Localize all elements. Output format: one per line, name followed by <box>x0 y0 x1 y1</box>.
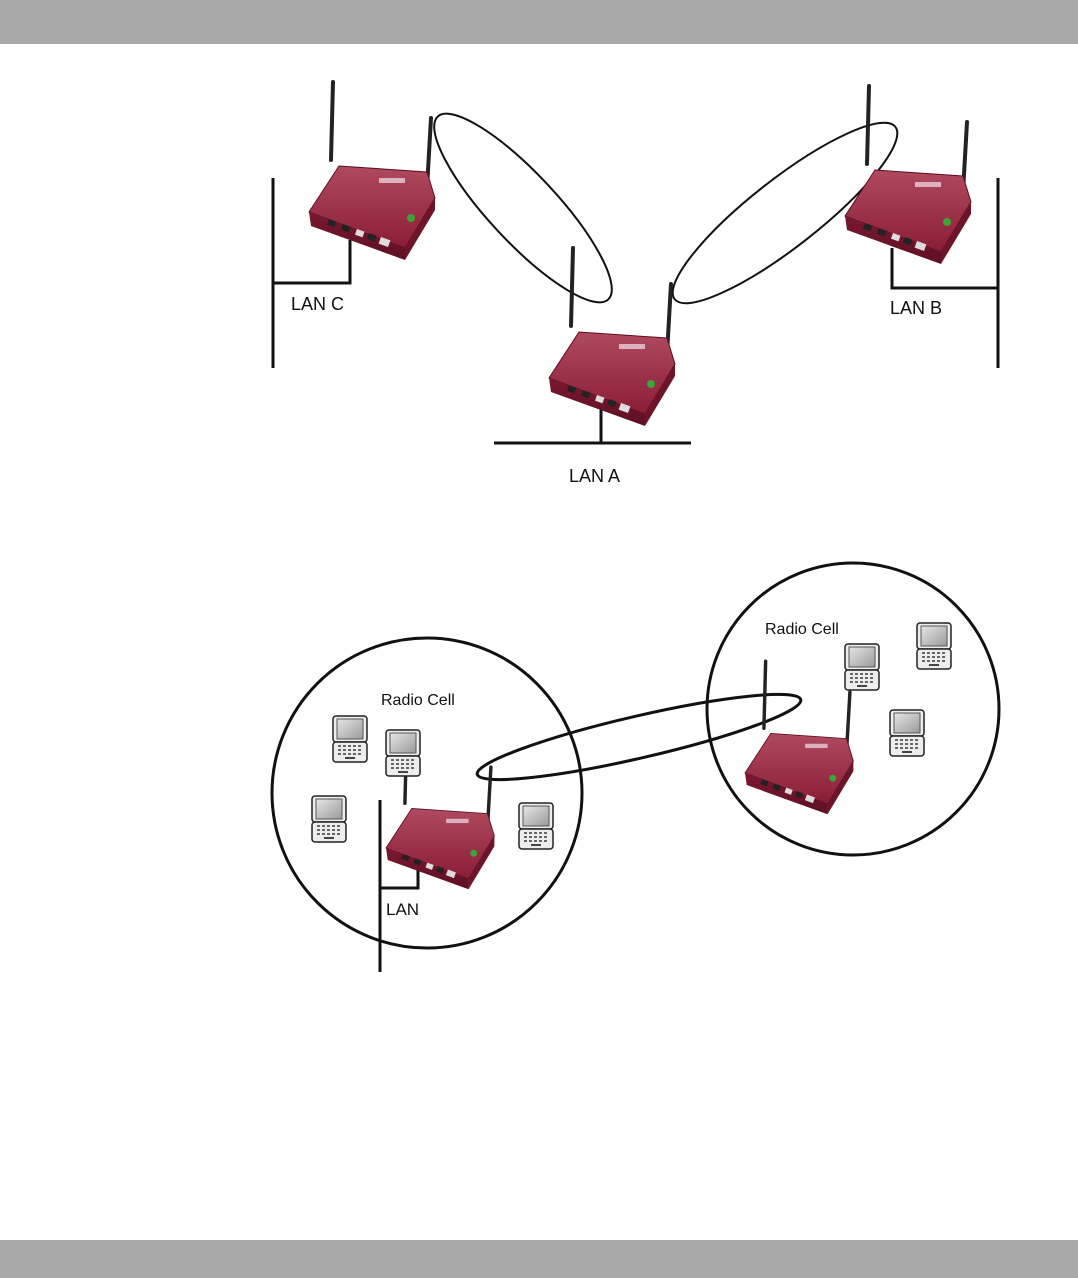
wireless-router-icon <box>745 661 853 814</box>
lan-c-connector <box>273 240 350 283</box>
diagram-wds-three-lans: LAN C LAN B LAN A <box>273 82 998 486</box>
laptop-icon <box>312 796 346 842</box>
laptop-icon <box>890 710 924 756</box>
radio-cell-left-circle <box>272 638 582 948</box>
diagram-radio-cells: Radio Cell Radio Cell LAN <box>272 563 999 972</box>
lan-b-label: LAN B <box>890 298 942 318</box>
laptop-icon <box>845 644 879 690</box>
lan-label: LAN <box>386 900 419 919</box>
radio-cell-right-circle <box>707 563 999 855</box>
wireless-router-icon <box>549 248 675 426</box>
wds-link-c-a <box>413 93 633 322</box>
laptop-icon <box>519 803 553 849</box>
laptop-icon <box>386 730 420 776</box>
lan-c-label: LAN C <box>291 294 344 314</box>
radio-cell-left-label: Radio Cell <box>381 692 455 709</box>
wireless-router-icon <box>845 86 971 264</box>
laptop-icon <box>333 716 367 762</box>
radio-cell-right-label: Radio Cell <box>765 621 839 638</box>
laptop-icon <box>917 623 951 669</box>
lan-a-label: LAN A <box>569 466 620 486</box>
wireless-router-icon <box>309 82 435 260</box>
